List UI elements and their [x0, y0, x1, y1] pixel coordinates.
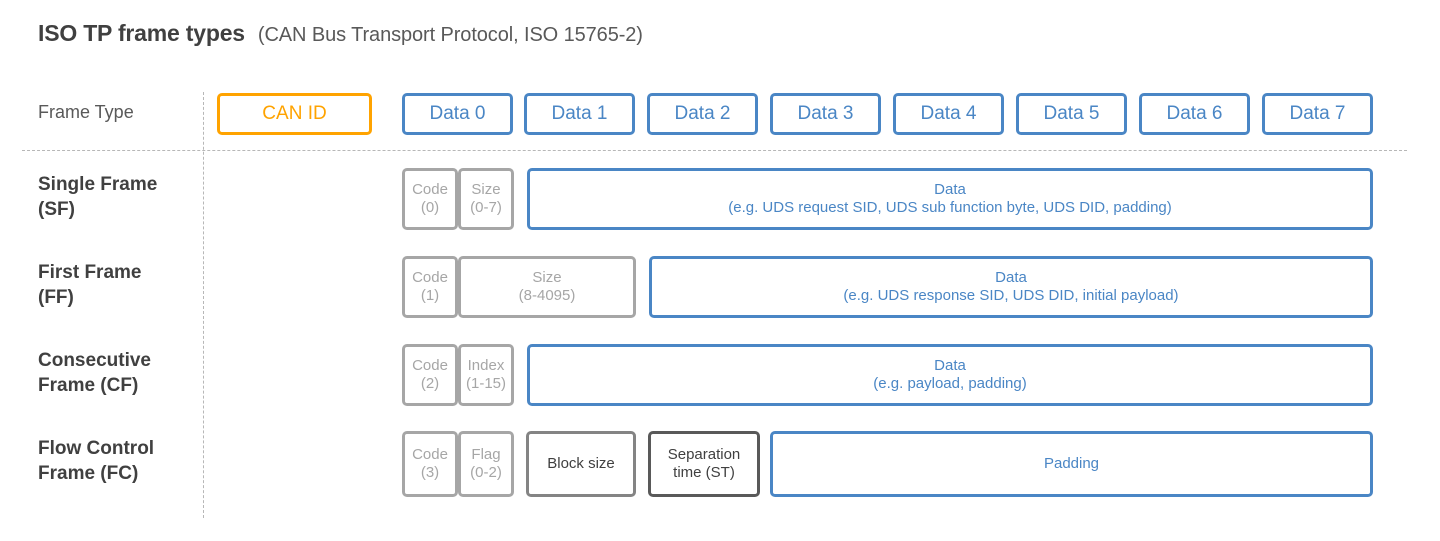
- header-cell-label: Data 5: [1043, 102, 1100, 124]
- row-label-line2: Frame (FC): [38, 463, 139, 485]
- segment-label-line1: Size: [471, 181, 501, 199]
- header-cell-label: Data 1: [551, 102, 608, 124]
- segment-label-line1: Code: [412, 269, 448, 287]
- fc-flag-segment: Flag (0-2): [458, 431, 514, 497]
- title-subtitle: (CAN Bus Transport Protocol, ISO 15765-2…: [257, 24, 643, 46]
- header-cell-data-4: Data 4: [893, 93, 1004, 135]
- header-cell-label: Data 4: [920, 102, 977, 124]
- row-label-line2: (SF): [38, 199, 75, 221]
- segment-label-line1: Size: [532, 269, 562, 287]
- segment-label-line1: Flag: [471, 446, 501, 464]
- row-label-flow-control-frame: Flow Control Frame (FC): [38, 436, 198, 487]
- segment-label-line1: Index: [467, 357, 505, 375]
- segment-label-line2: (e.g. UDS response SID, UDS DID, initial…: [843, 287, 1179, 304]
- cf-data-segment: Data (e.g. payload, padding): [527, 344, 1373, 406]
- segment-label-line2: (3): [420, 464, 440, 481]
- header-divider: [22, 150, 1407, 151]
- segment-label-line2: (1): [420, 287, 440, 304]
- header-cell-label: Data 3: [797, 102, 854, 124]
- header-cell-data-0: Data 0: [402, 93, 513, 135]
- header-cell-label: CAN ID: [262, 102, 327, 124]
- segment-label-line1: Block size: [547, 455, 615, 473]
- ff-code-segment: Code (1): [402, 256, 458, 318]
- row-label-first-frame: First Frame (FF): [38, 260, 198, 311]
- header-cell-label: Data 0: [429, 102, 486, 124]
- segment-label-line2: (0): [420, 199, 440, 216]
- row-label-line1: Consecutive: [38, 350, 151, 371]
- header-cell-data-6: Data 6: [1139, 93, 1250, 135]
- fc-block-size-segment: Block size: [526, 431, 636, 497]
- row-label-line1: First Frame: [38, 262, 142, 283]
- segment-label-line1: Code: [412, 181, 448, 199]
- header-cell-data-7: Data 7: [1262, 93, 1373, 135]
- header-cell-label: Data 7: [1289, 102, 1346, 124]
- segment-label-line2: (e.g. payload, padding): [873, 375, 1027, 392]
- ff-size-segment: Size (8-4095): [458, 256, 636, 318]
- segment-label-line1: Separation: [667, 446, 741, 464]
- sf-data-segment: Data (e.g. UDS request SID, UDS sub func…: [527, 168, 1373, 230]
- header-cell-can-id: CAN ID: [217, 93, 372, 135]
- row-label-line1: Flow Control: [38, 438, 155, 459]
- header-cell-label: Data 6: [1166, 102, 1223, 124]
- segment-label-line2: (2): [420, 375, 440, 392]
- segment-label-line1: Code: [412, 357, 448, 375]
- segment-label-line1: Data: [995, 269, 1027, 287]
- row-label-line1: Single Frame: [38, 174, 158, 195]
- cf-index-segment: Index (1-15): [458, 344, 514, 406]
- segment-label-line1: Code: [412, 446, 448, 464]
- segment-label-line2: (0-2): [470, 464, 502, 481]
- segment-label-line2: (1-15): [465, 375, 506, 392]
- row-label-line2: Frame (CF): [38, 375, 139, 397]
- cf-code-segment: Code (2): [402, 344, 458, 406]
- column-header-frame-type: Frame Type: [38, 102, 134, 122]
- fc-padding-segment: Padding: [770, 431, 1373, 497]
- segment-label-line2: (0-7): [470, 199, 502, 216]
- sf-size-segment: Size (0-7): [458, 168, 514, 230]
- segment-label-line1: Data: [934, 181, 966, 199]
- row-label-single-frame: Single Frame (SF): [38, 172, 198, 223]
- ff-data-segment: Data (e.g. UDS response SID, UDS DID, in…: [649, 256, 1373, 318]
- fc-separation-time-segment: Separation time (ST): [648, 431, 760, 497]
- segment-label-line2: time (ST): [673, 464, 735, 481]
- sf-code-segment: Code (0): [402, 168, 458, 230]
- header-cell-data-2: Data 2: [647, 93, 758, 135]
- header-cell-data-5: Data 5: [1016, 93, 1127, 135]
- segment-label-line1: Padding: [1043, 455, 1100, 473]
- diagram-title: ISO TP frame types (CAN Bus Transport Pr…: [38, 20, 643, 47]
- row-label-consecutive-frame: Consecutive Frame (CF): [38, 348, 198, 399]
- segment-label-line1: Data: [934, 357, 966, 375]
- fc-code-segment: Code (3): [402, 431, 458, 497]
- header-cell-data-3: Data 3: [770, 93, 881, 135]
- segment-label-line2: (8-4095): [518, 287, 576, 304]
- row-label-line2: (FF): [38, 287, 74, 309]
- header-cell-data-1: Data 1: [524, 93, 635, 135]
- frame-type-column-divider: [203, 92, 204, 518]
- header-cell-label: Data 2: [674, 102, 731, 124]
- title-main: ISO TP frame types: [38, 20, 245, 46]
- segment-label-line2: (e.g. UDS request SID, UDS sub function …: [728, 199, 1172, 216]
